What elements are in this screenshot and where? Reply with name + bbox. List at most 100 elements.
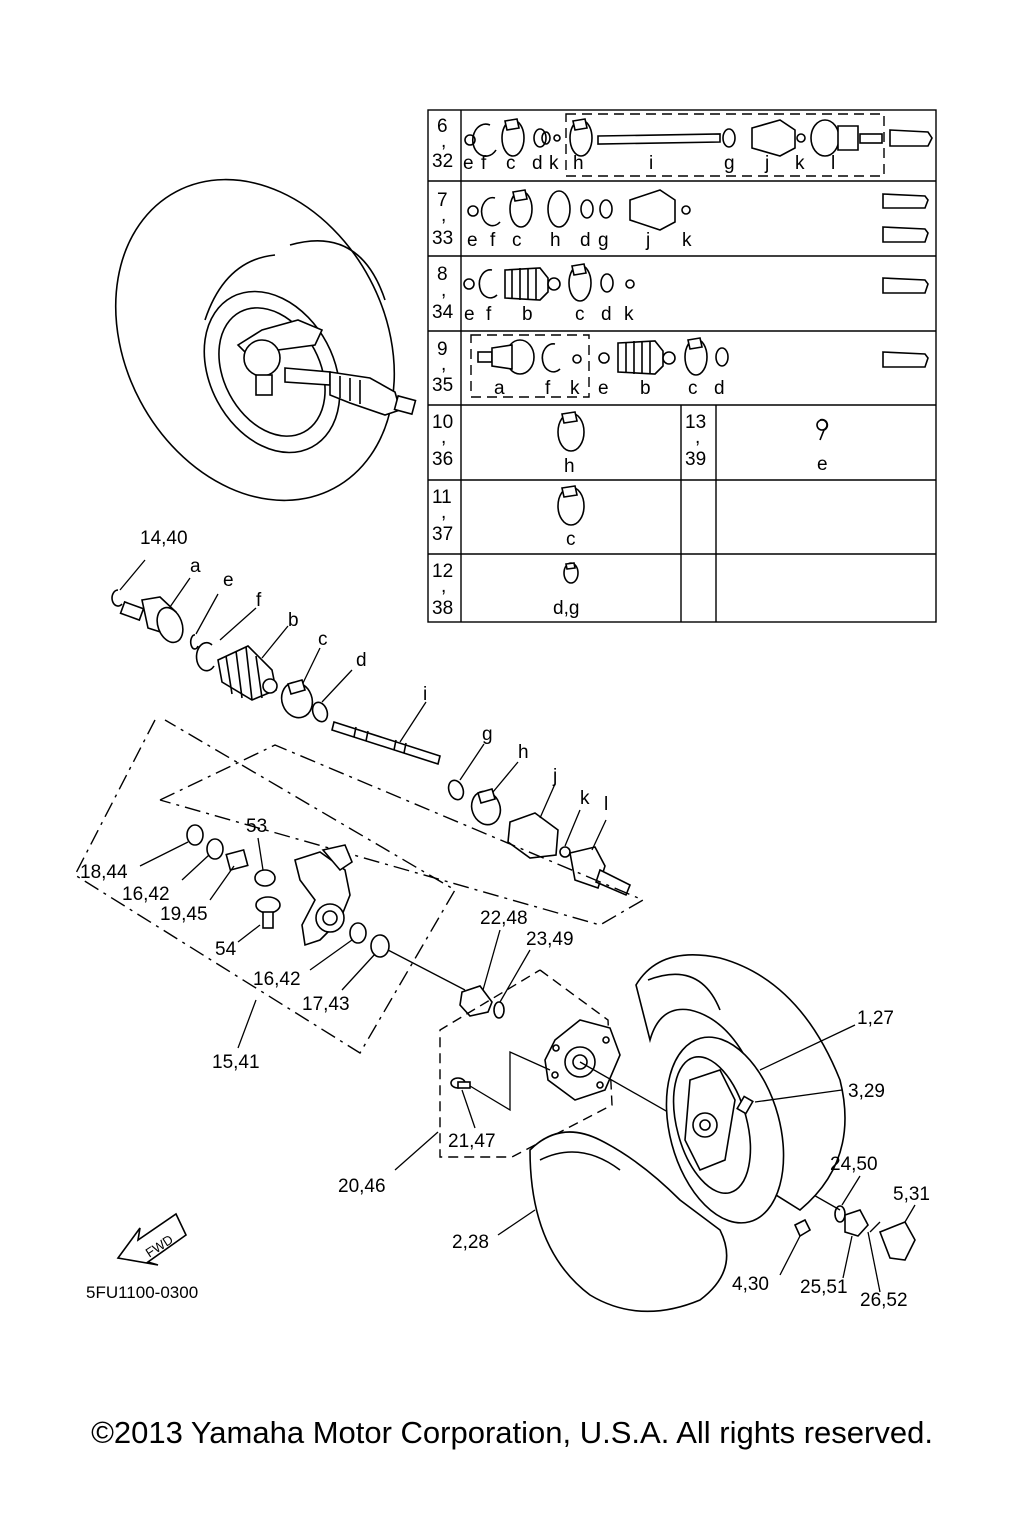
callout-24-50: 24,50 — [830, 1154, 878, 1175]
table-row-12-n1: 12 — [432, 561, 453, 582]
table-row-6-letters: e f c d k h i g j k l — [463, 153, 835, 174]
letter: k — [570, 378, 580, 399]
callout-e: e — [223, 570, 234, 591]
callout-a: a — [190, 556, 201, 577]
table-row-12-sep: , — [441, 576, 446, 597]
letter: d — [580, 230, 591, 251]
letter: k — [549, 153, 559, 174]
callout-18-44: 18,44 — [80, 862, 128, 883]
letter: f — [481, 153, 487, 174]
letter: i — [649, 153, 653, 174]
table-row-10-letter: h — [564, 456, 575, 477]
callout-l: l — [604, 794, 608, 815]
table-row-6-sep: , — [441, 131, 446, 152]
table-row-8-letters: e f b c d k — [464, 304, 634, 325]
letter: j — [764, 153, 769, 174]
table-row-12-parts — [563, 562, 579, 584]
callout-25-51: 25,51 — [800, 1277, 848, 1298]
letter: d — [601, 304, 612, 325]
letter: c — [575, 304, 585, 325]
letter: d — [714, 378, 725, 399]
callout-3-29: 3,29 — [848, 1081, 885, 1102]
table-row-6-n1: 6 — [437, 116, 448, 137]
table-row-11-n1: 11 — [432, 487, 452, 508]
table-row-10-sep: , — [441, 427, 446, 448]
copyright-notice: ©2013 Yamaha Motor Corporation, U.S.A. A… — [91, 1415, 933, 1450]
table-row-13-letter: e — [817, 454, 828, 475]
callout-2-28: 2,28 — [452, 1232, 489, 1253]
letter: d — [532, 153, 543, 174]
callout-j: j — [552, 766, 557, 787]
letter: c — [512, 230, 522, 251]
letter: f — [490, 230, 496, 251]
callout-d: d — [356, 650, 367, 671]
letter: a — [494, 378, 505, 399]
callout-14-40: 14,40 — [140, 528, 188, 549]
table-row-7-sep: , — [441, 205, 446, 226]
table-row-12-n2: 38 — [432, 598, 453, 619]
table-row-7-n1: 7 — [437, 190, 448, 211]
letter: b — [522, 304, 533, 325]
letter: g — [724, 153, 735, 174]
table-row-9-letters: a f k e b c d — [494, 378, 725, 399]
callout-19-45: 19,45 — [160, 904, 208, 925]
table-row-7-n2: 33 — [432, 228, 453, 249]
table-row-7-letters: e f c h d g j k — [467, 230, 692, 251]
letter: h — [550, 230, 561, 251]
callout-22-48: 22,48 — [480, 908, 528, 929]
letter: c — [688, 378, 698, 399]
callout-15-41: 15,41 — [212, 1052, 260, 1073]
table-row-13-sep: , — [695, 427, 700, 448]
table-row-13-n1: 13 — [685, 412, 706, 433]
callout-16-42-b: 16,42 — [253, 969, 301, 990]
table-row-11-parts — [557, 485, 585, 526]
callout-20-46: 20,46 — [338, 1176, 386, 1197]
callout-k: k — [580, 788, 590, 809]
letter: k — [624, 304, 634, 325]
callout-1-27: 1,27 — [857, 1008, 894, 1029]
table-row-9-n2: 35 — [432, 375, 453, 396]
letter: e — [463, 153, 474, 174]
table-row-8-sep: , — [441, 280, 446, 301]
callout-5-31: 5,31 — [893, 1184, 930, 1205]
table-row-12-letter: d,g — [553, 598, 579, 619]
callout-23-49: 23,49 — [526, 929, 574, 950]
table-row-6-parts — [464, 113, 933, 177]
callout-c: c — [318, 629, 328, 650]
knuckle-assembly — [74, 719, 645, 1054]
letter: f — [545, 378, 551, 399]
table-row-10-parts — [557, 411, 829, 452]
letter: k — [795, 153, 805, 174]
table-row-9-parts — [470, 334, 929, 398]
callout-26-52: 26,52 — [860, 1290, 908, 1311]
letter: c — [506, 153, 516, 174]
callout-i: i — [423, 684, 427, 705]
table-row-13-n2: 39 — [685, 449, 706, 470]
callout-16-42-a: 16,42 — [122, 884, 170, 905]
table-row-11-n2: 37 — [432, 524, 453, 545]
drive-shaft-exploded — [111, 559, 632, 897]
table-row-9-n1: 9 — [437, 339, 448, 360]
callout-17-43: 17,43 — [302, 994, 350, 1015]
callout-4-30: 4,30 — [732, 1274, 769, 1295]
callout-53: 53 — [246, 816, 267, 837]
table-row-8-parts — [463, 263, 929, 302]
table-row-10-n1: 10 — [432, 412, 453, 433]
table-row-11-sep: , — [441, 502, 446, 523]
letter: b — [640, 378, 651, 399]
callout-g: g — [482, 724, 493, 745]
letter: f — [486, 304, 492, 325]
callout-54: 54 — [215, 939, 237, 960]
letter: e — [464, 304, 475, 325]
letter: l — [831, 153, 835, 174]
callout-21-47: 21,47 — [448, 1131, 496, 1152]
letter: e — [467, 230, 478, 251]
callout-h: h — [518, 742, 529, 763]
table-row-10-n2: 36 — [432, 449, 453, 470]
wheel-assembly-top — [114, 178, 417, 502]
hub-assembly — [394, 929, 841, 1211]
letter: g — [598, 230, 609, 251]
table-row-6-n2: 32 — [432, 151, 453, 172]
wheel-assembly-bottom — [497, 954, 916, 1313]
